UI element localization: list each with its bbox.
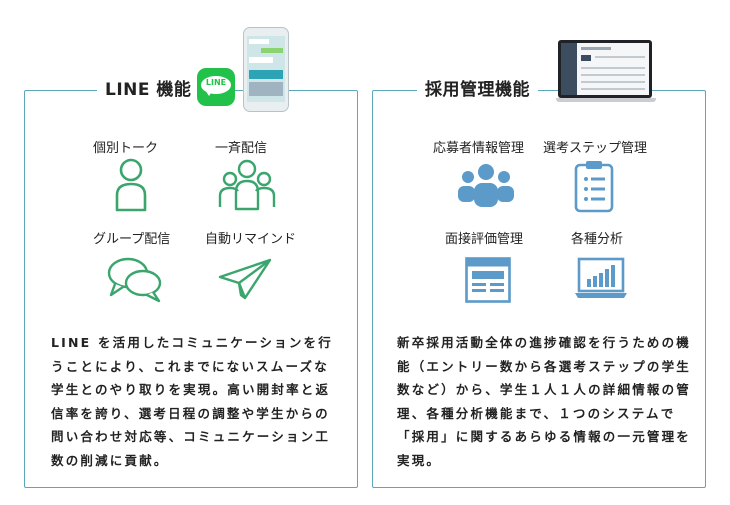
chat-bubbles-icon: [107, 257, 162, 303]
document-icon: [465, 257, 511, 303]
laptop-mockup-image: [556, 40, 656, 104]
feature-label-selection-step: 選考ステップ管理: [543, 141, 648, 156]
feature-label-individual-talk: 個別トーク: [93, 141, 159, 156]
paper-plane-icon: [218, 258, 272, 300]
feature-label-analytics: 各種分析: [571, 232, 624, 247]
recruit-management-panel: 採用管理機能 応募者情報管理 選考ステップ管理 面接評価管理 各種分析: [372, 77, 706, 488]
feature-label-auto-remind: 自動リマインド: [205, 232, 297, 247]
line-section-title: LINE 機能: [97, 77, 200, 103]
recruit-section-title: 採用管理機能: [417, 77, 538, 103]
person-icon: [115, 158, 147, 212]
feature-label-applicant-info: 応募者情報管理: [433, 141, 525, 156]
line-description: LINE を活用したコミュニケーションを行うことにより、これまでにないスムーズな…: [51, 335, 333, 468]
clipboard-icon: [574, 161, 614, 213]
laptop-chart-icon: [575, 257, 627, 298]
feature-label-group-broadcast: グループ配信: [93, 232, 171, 247]
line-features-panel: LINE 機能 個別トーク 一斉配信 グループ配信 自動リマインド LINE を…: [24, 77, 358, 488]
line-logo: LINE: [197, 68, 235, 106]
smartphone-mockup-image: [243, 27, 289, 112]
applicants-icon: [458, 164, 514, 207]
group-icon: [218, 159, 276, 211]
recruit-description: 新卒採用活動全体の進捗確認を行うための機能（エントリー数から各選考ステップの学生…: [397, 335, 692, 468]
feature-label-broadcast: 一斉配信: [215, 141, 268, 156]
feature-label-interview-eval: 面接評価管理: [445, 232, 524, 247]
